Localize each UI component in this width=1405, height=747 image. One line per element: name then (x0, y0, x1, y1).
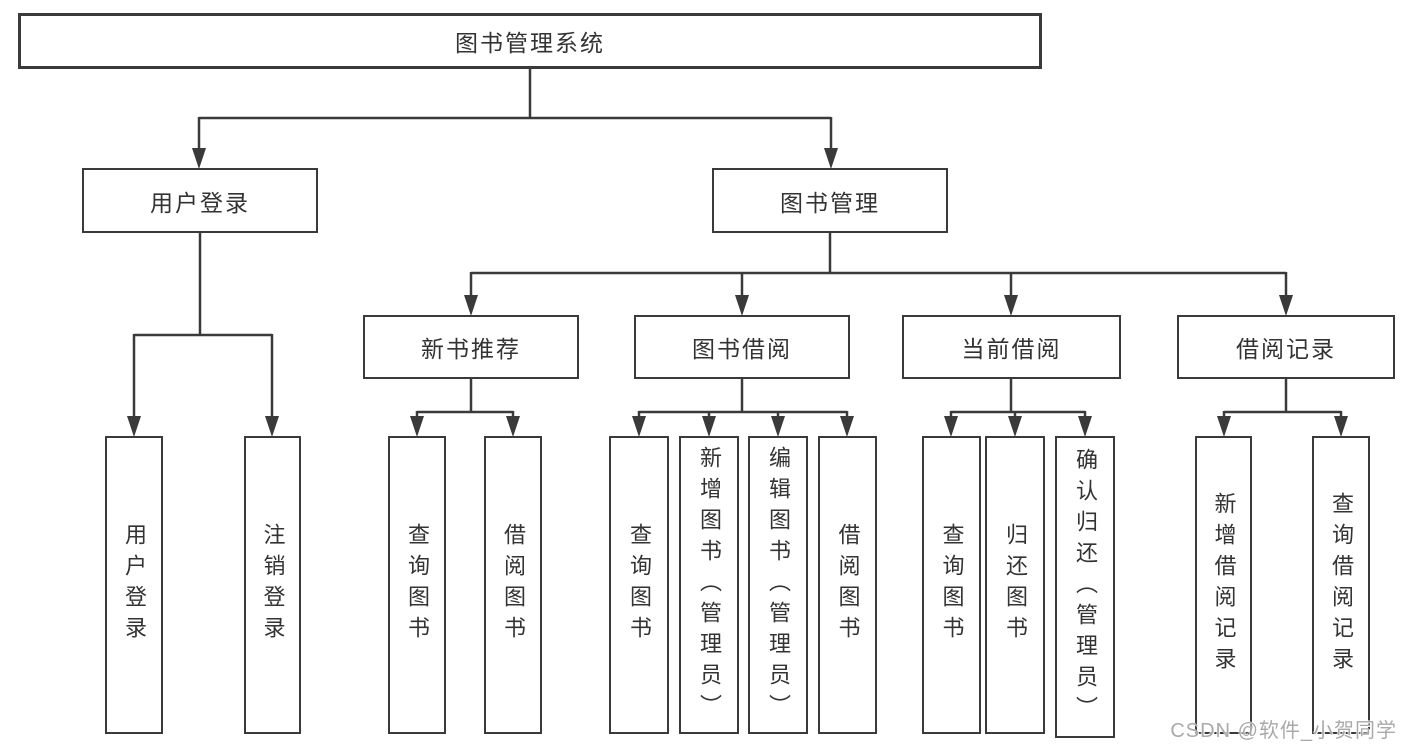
leaf-query-borrow-record: 查询借阅记录 (1312, 436, 1370, 734)
csdn-watermark: CSDN @软件_小贺同学 (1170, 720, 1397, 742)
connector-root-to-level2 (197, 69, 833, 151)
leaf-confirm-return-admin: 确认归还（管理员） (1055, 436, 1115, 738)
leaf-add-books-admin-label: 新增图书（管理员） (697, 445, 722, 725)
node-book-borrowing: 图书借阅 (634, 315, 850, 379)
node-book-management: 图书管理 (712, 168, 948, 233)
leaf-query-books-recommend-label: 查询图书 (405, 523, 430, 647)
connector-recommend-to-leaves (415, 379, 515, 420)
leaf-query-books-current: 查询图书 (922, 436, 981, 734)
leaf-return-books: 归还图书 (985, 436, 1045, 734)
leaf-add-borrow-record: 新增借阅记录 (1195, 436, 1252, 734)
leaf-query-books-borrowing-label: 查询图书 (627, 523, 652, 647)
node-book-management-label: 图书管理 (780, 189, 880, 216)
leaf-query-books-recommend: 查询图书 (388, 436, 446, 734)
node-new-book-recommend-label: 新书推荐 (421, 336, 521, 362)
node-root: 图书管理系统 (18, 13, 1042, 69)
leaf-logout: 注销登录 (244, 436, 301, 734)
node-current-borrowing-label: 当前借阅 (961, 336, 1062, 362)
connector-borrowing-to-leaves (637, 379, 849, 420)
connector-bookmgmt-to-level3 (469, 233, 1288, 298)
connector-records-to-leaves (1222, 379, 1343, 420)
leaf-return-books-label: 归还图书 (1003, 523, 1028, 647)
node-current-borrowing: 当前借阅 (902, 315, 1121, 379)
leaf-query-borrow-record-label: 查询借阅记录 (1329, 492, 1354, 678)
leaf-query-books-current-label: 查询图书 (939, 523, 965, 647)
node-user-login-label: 用户登录 (150, 189, 250, 216)
node-user-login: 用户登录 (82, 168, 318, 233)
leaf-user-login-label: 用户登录 (122, 523, 147, 647)
connector-userlogin-to-leaves (132, 233, 274, 419)
leaf-borrow-books-borrowing: 借阅图书 (818, 436, 877, 734)
leaf-add-books-admin: 新增图书（管理员） (679, 436, 739, 734)
node-book-borrowing-label: 图书借阅 (692, 336, 792, 362)
node-root-label: 图书管理系统 (455, 30, 605, 56)
leaf-borrow-books-recommend: 借阅图书 (484, 436, 542, 734)
leaf-edit-books-admin-label: 编辑图书（管理员） (766, 445, 791, 725)
connector-current-to-leaves (949, 379, 1087, 420)
leaf-edit-books-admin: 编辑图书（管理员） (748, 436, 808, 734)
leaf-query-books-borrowing: 查询图书 (609, 436, 669, 734)
leaf-user-login: 用户登录 (105, 436, 163, 734)
leaf-borrow-books-recommend-label: 借阅图书 (501, 523, 526, 647)
leaf-borrow-books-borrowing-label: 借阅图书 (835, 523, 861, 647)
leaf-confirm-return-admin-label: 确认归还（管理员） (1073, 447, 1098, 727)
node-new-book-recommend: 新书推荐 (363, 315, 579, 379)
leaf-add-borrow-record-label: 新增借阅记录 (1211, 492, 1237, 678)
node-borrowing-records-label: 借阅记录 (1236, 336, 1336, 362)
node-borrowing-records: 借阅记录 (1177, 315, 1395, 379)
leaf-logout-label: 注销登录 (260, 523, 286, 647)
arrowheads (127, 148, 1348, 437)
